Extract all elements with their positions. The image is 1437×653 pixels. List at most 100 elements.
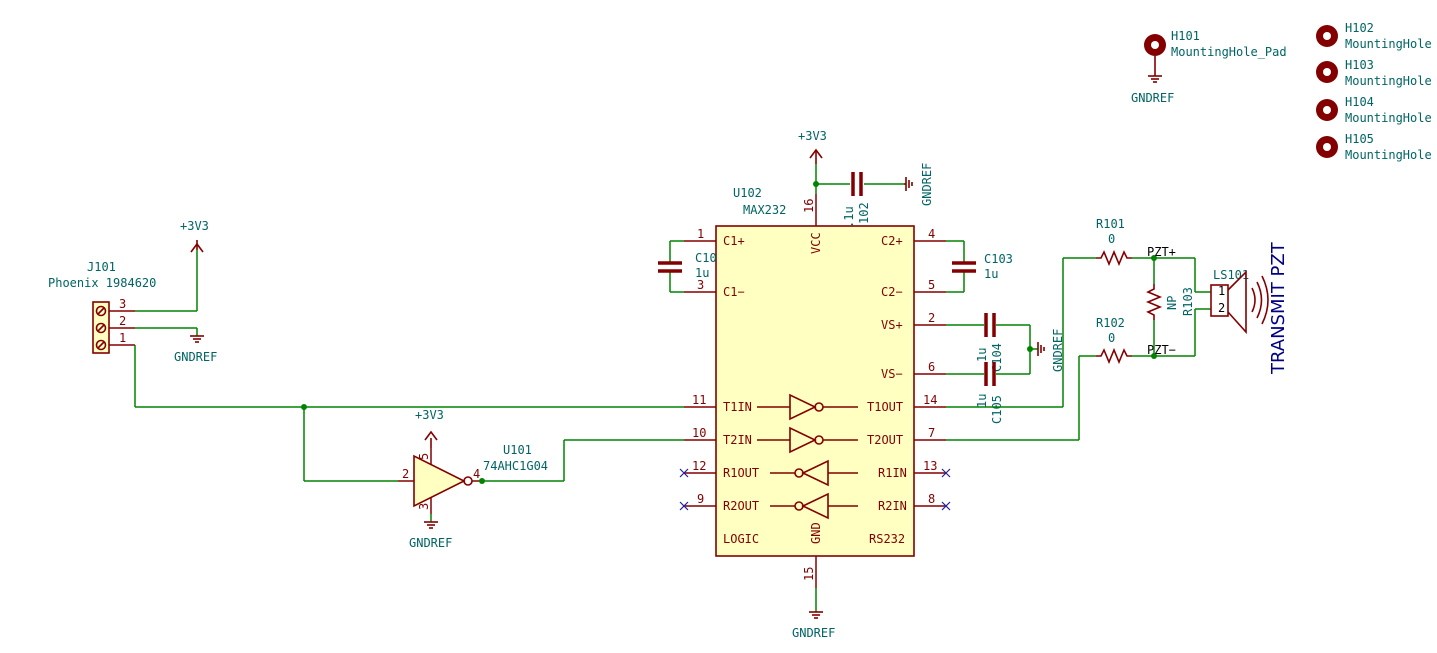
c104-value: 1u bbox=[975, 348, 989, 362]
gnd-symbol-u101: GNDREF bbox=[409, 521, 452, 550]
net-label-pzt-minus: PZT− bbox=[1147, 343, 1176, 357]
h104-value: MountingHole bbox=[1345, 111, 1432, 125]
u102-pin-name: VS− bbox=[881, 367, 903, 381]
power-3v3-label: +3V3 bbox=[180, 219, 209, 233]
gnd-symbol-h101 bbox=[1148, 75, 1162, 83]
gndref-label: GNDREF bbox=[174, 350, 217, 364]
r102-ref: R102 bbox=[1096, 316, 1125, 330]
u102-pin-num: 6 bbox=[928, 360, 935, 374]
power-3v3-label: +3V3 bbox=[415, 408, 444, 422]
ls101-pin-num: 1 bbox=[1218, 284, 1225, 298]
u102-pin-name: R2IN bbox=[878, 499, 907, 513]
u102-pin-num: 12 bbox=[692, 459, 706, 473]
u102-pin-name: R1OUT bbox=[723, 466, 759, 480]
net-label-pzt-plus: PZT+ bbox=[1147, 245, 1176, 259]
r103-value: NP bbox=[1165, 296, 1179, 310]
r102-resistor[interactable]: R102 0 bbox=[1096, 316, 1132, 365]
h104-mounting-hole[interactable]: H104 MountingHole bbox=[1316, 95, 1432, 125]
u102-pin-num: 1 bbox=[697, 227, 704, 241]
transmit-pzt-title: TRANSMIT PZT bbox=[1268, 241, 1289, 375]
gndref-label: GNDREF bbox=[1051, 329, 1065, 372]
u102-pin-num: 16 bbox=[802, 199, 816, 213]
gnd-symbol-c102: GNDREF bbox=[904, 163, 934, 206]
h103-value: MountingHole bbox=[1345, 74, 1432, 88]
u102-pin-name: T1OUT bbox=[867, 400, 903, 414]
gnd-symbol-vs: GNDREF bbox=[1037, 329, 1065, 372]
u101-pin-num: 2 bbox=[402, 467, 409, 481]
r103-resistor[interactable]: NP R103 bbox=[1145, 284, 1195, 320]
u102-pin-num: 15 bbox=[802, 567, 816, 581]
gndref-label: GNDREF bbox=[1131, 91, 1174, 105]
u102-pin-name: VS+ bbox=[881, 318, 903, 332]
h102-mounting-hole[interactable]: H102 MountingHole bbox=[1316, 21, 1432, 51]
u102-pin-name: C1+ bbox=[723, 234, 745, 248]
r101-resistor[interactable]: R101 0 bbox=[1096, 217, 1132, 267]
c105-capacitor[interactable]: 1u C105 bbox=[975, 362, 1004, 424]
ls101-pin-num: 2 bbox=[1218, 301, 1225, 315]
power-3v3-u102: +3V3 bbox=[798, 129, 827, 164]
u102-pin-num: 13 bbox=[923, 459, 937, 473]
inverter-t2-icon bbox=[757, 426, 858, 454]
c102-ref: 102 bbox=[857, 202, 871, 224]
c101-value: 1u bbox=[695, 266, 709, 280]
u102-pin-num: 7 bbox=[928, 426, 935, 440]
gndref-label: GNDREF bbox=[409, 536, 452, 550]
inverter-r1-icon bbox=[770, 459, 858, 487]
j101-pin-num: 1 bbox=[119, 331, 126, 345]
c104-capacitor[interactable]: 1u C104 bbox=[975, 313, 1004, 372]
h105-ref: H105 bbox=[1345, 132, 1374, 146]
j101-ref: J101 bbox=[87, 260, 116, 274]
u102-max232[interactable]: U102 MAX232 1 C1+ 3 C1− 11 T1IN 10 T2IN … bbox=[684, 186, 946, 588]
u102-pin-num: 4 bbox=[928, 227, 935, 241]
c101-capacitor[interactable]: C10 1u bbox=[658, 251, 717, 280]
inverter-r2-icon bbox=[770, 492, 858, 520]
c101-ref: C10 bbox=[695, 251, 717, 265]
u102-pin-num: 3 bbox=[697, 278, 704, 292]
u102-pin-name: T1IN bbox=[723, 400, 752, 414]
h104-ref: H104 bbox=[1345, 95, 1374, 109]
r102-value: 0 bbox=[1108, 331, 1115, 345]
gnd-symbol-u102: GNDREF bbox=[792, 611, 835, 640]
u102-pin-name: T2OUT bbox=[867, 433, 903, 447]
c103-capacitor[interactable]: C103 1u bbox=[952, 252, 1013, 281]
h102-value: MountingHole bbox=[1345, 37, 1432, 51]
c103-value: 1u bbox=[984, 267, 998, 281]
u101-inverter[interactable]: 2 4 5 3 U101 74AHC1G04 bbox=[398, 443, 548, 514]
u101-pin-num: 4 bbox=[473, 467, 480, 481]
c102-value: .1u bbox=[842, 206, 856, 228]
c102-capacitor[interactable]: .1u 102 bbox=[842, 172, 871, 228]
u101-value: 74AHC1G04 bbox=[483, 459, 548, 473]
u102-pin-num: 5 bbox=[928, 278, 935, 292]
r101-ref: R101 bbox=[1096, 217, 1125, 231]
u102-pin-num: 9 bbox=[697, 492, 704, 506]
h105-mounting-hole[interactable]: H105 MountingHole bbox=[1316, 132, 1432, 162]
u102-pin-name: C1− bbox=[723, 285, 745, 299]
c103-ref: C103 bbox=[984, 252, 1013, 266]
inverter-t1-icon bbox=[757, 393, 858, 421]
no-connect-markers bbox=[679, 468, 951, 511]
u102-pin-name: R2OUT bbox=[723, 499, 759, 513]
u102-value: MAX232 bbox=[743, 203, 786, 217]
u102-logic-label: LOGIC bbox=[723, 532, 759, 546]
gndref-label: GNDREF bbox=[792, 626, 835, 640]
h102-ref: H102 bbox=[1345, 21, 1374, 35]
u101-ref: U101 bbox=[503, 443, 532, 457]
gnd-symbol-j101: GNDREF bbox=[174, 335, 217, 364]
screw-terminal-icon bbox=[95, 305, 107, 351]
c105-ref: C105 bbox=[990, 395, 1004, 424]
h101-mounting-hole[interactable]: GNDREF H101 MountingHole_Pad bbox=[1131, 29, 1287, 105]
j101-connector[interactable]: J101 Phoenix 1984620 3 2 1 bbox=[48, 260, 156, 354]
h105-value: MountingHole bbox=[1345, 148, 1432, 162]
ls101-speaker[interactable]: LS101 1 2 bbox=[1210, 268, 1269, 335]
j101-value: Phoenix 1984620 bbox=[48, 276, 156, 290]
u102-pin-name: C2+ bbox=[881, 234, 903, 248]
h101-value: MountingHole_Pad bbox=[1171, 45, 1287, 59]
u102-pin-num: 14 bbox=[923, 393, 937, 407]
u102-pin-name: R1IN bbox=[878, 466, 907, 480]
u101-pin-num: 3 bbox=[417, 503, 431, 510]
h103-mounting-hole[interactable]: H103 MountingHole bbox=[1316, 58, 1432, 88]
u102-pin-num: 11 bbox=[692, 393, 706, 407]
c104-ref: C104 bbox=[990, 343, 1004, 372]
u102-pin-num: 2 bbox=[928, 311, 935, 325]
